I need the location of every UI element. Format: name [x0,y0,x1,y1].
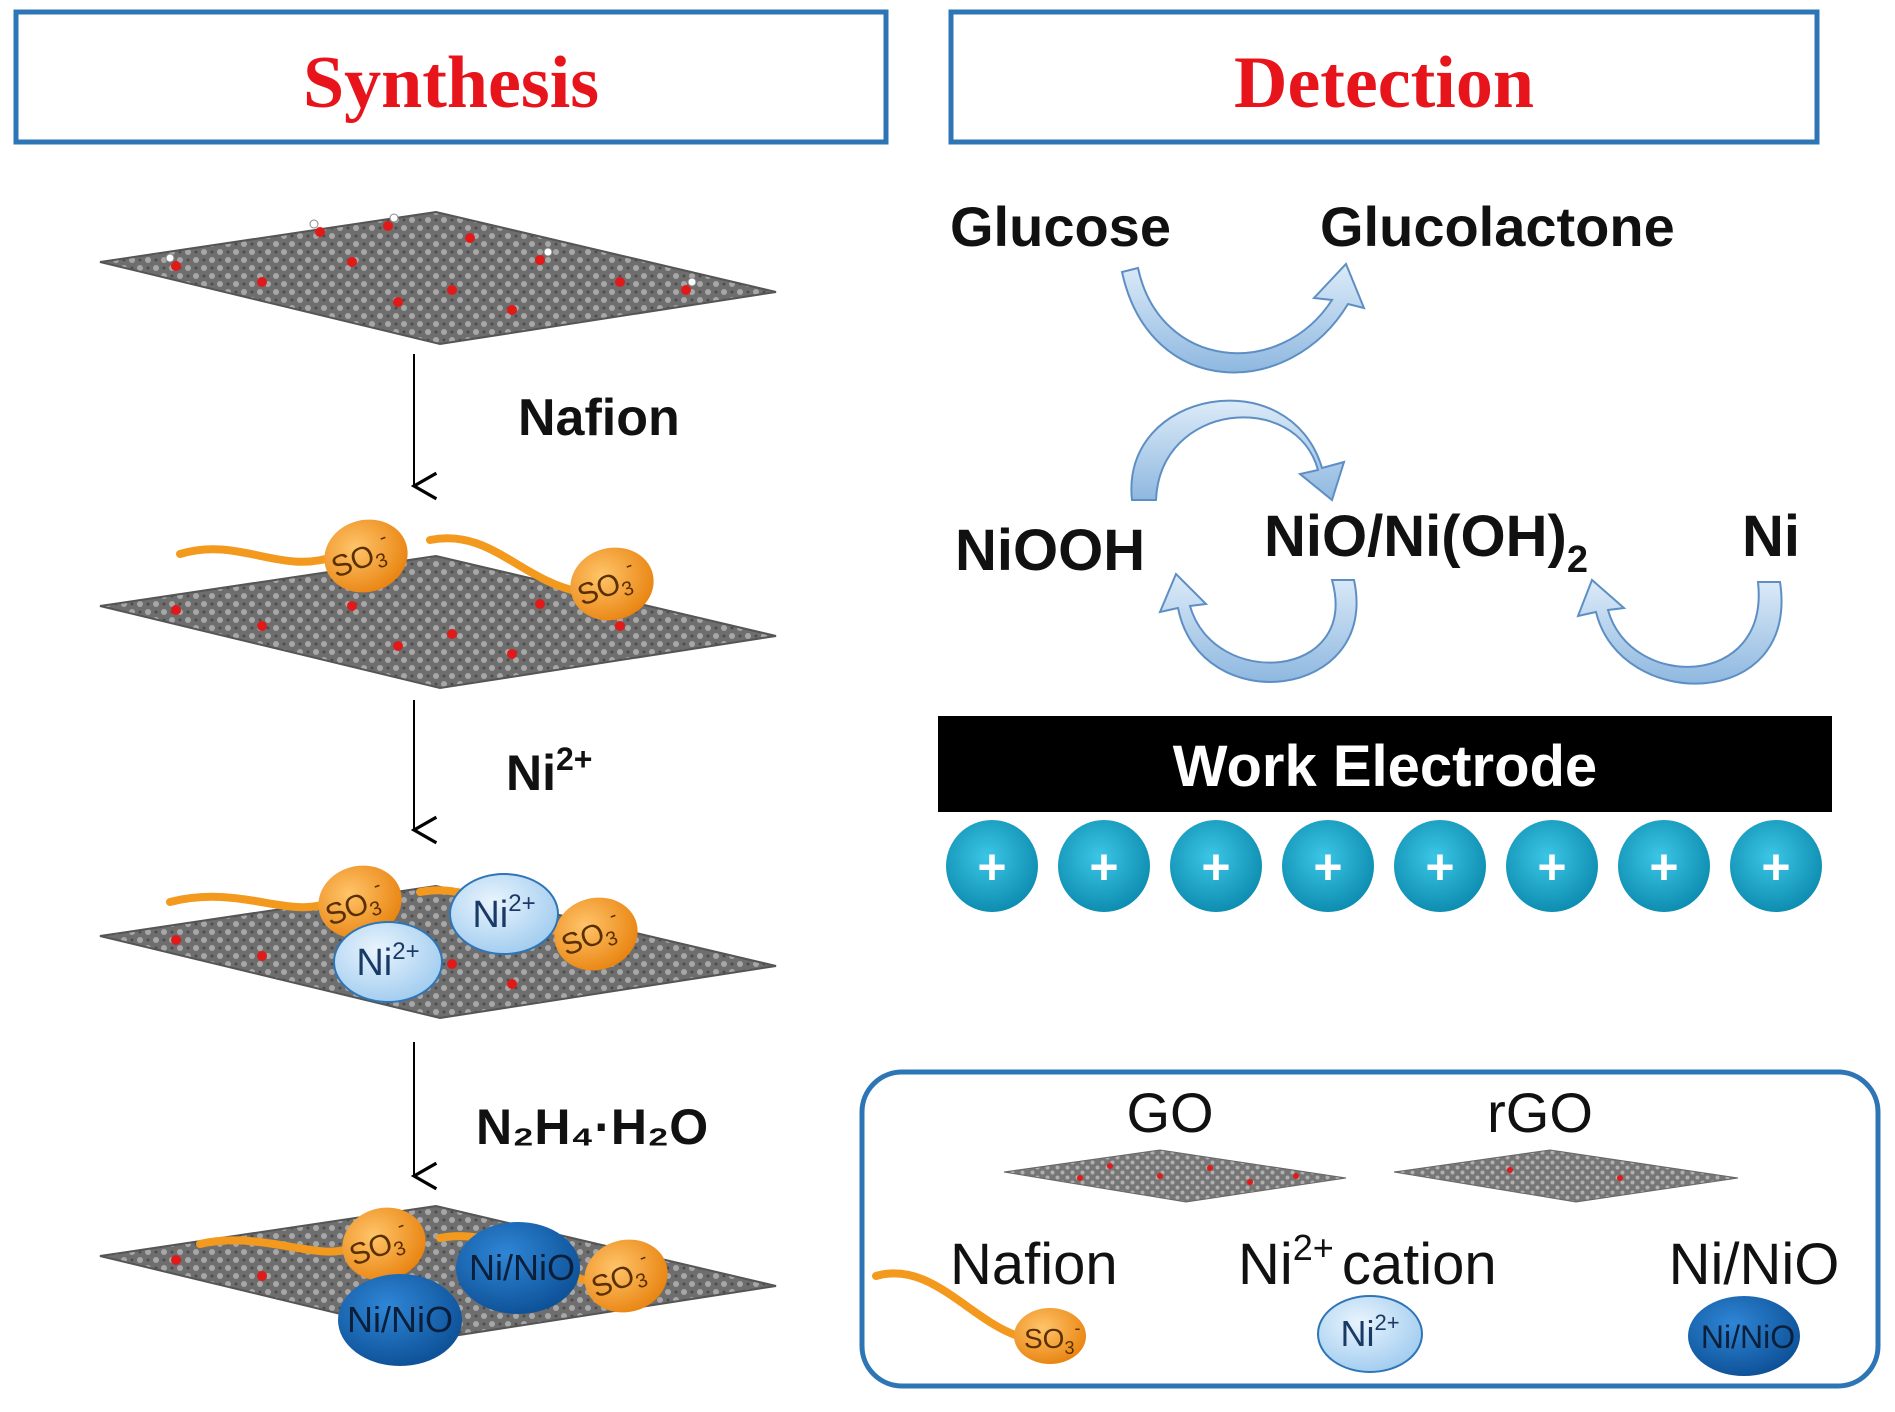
legend-go-sheet [1003,1149,1347,1203]
synthesis-title: Synthesis [303,42,599,124]
svg-text:+: + [1649,839,1678,895]
svg-text:Ni/NiO: Ni/NiO [347,1299,453,1340]
ni-cation-sheet: SO3- SO3- Ni2+ Ni2+ [99,865,777,1020]
electrode-oxidation-arrow [1158,572,1358,683]
legend-go-label: GO [1126,1081,1213,1144]
ni-cation [449,873,559,955]
niooh-label: NiOOH [955,518,1145,583]
svg-text:+: + [1537,839,1566,895]
svg-text:Ni/NiO: Ni/NiO [469,1247,575,1288]
svg-text:Ni2+: Ni2+ [472,890,535,936]
ni-label: Ni [1742,504,1800,569]
svg-text:SO3-: SO3- [1024,1318,1080,1358]
svg-text:+: + [1313,839,1342,895]
sulfonate-group [318,865,402,939]
glucose-oxidation-arrow [1120,262,1366,374]
svg-text:Ni2+: Ni2+ [1340,1310,1399,1354]
go-sheet [99,210,777,346]
work-electrode-label: Work Electrode [1173,734,1597,799]
go-nafion-sheet: SO3- SO3- [99,519,777,690]
positive-charge: + [1506,820,1598,912]
svg-text:+: + [1089,839,1118,895]
ni-nio-particle [456,1222,580,1314]
synthesis-title-box: Synthesis [13,9,889,145]
sulfonate-group [570,547,654,621]
work-electrode: Work Electrode [938,716,1832,812]
step2-reagent: Ni2+ [506,741,592,801]
step3-reagent: N₂H₄·H₂O [476,1099,708,1155]
positive-charge: + [946,820,1038,912]
niooh-to-nio-arrow [1130,399,1346,502]
sulfonate-group [342,1207,426,1281]
positive-charge: + [1170,820,1262,912]
legend-ni-cation [1317,1295,1423,1373]
glucose-label: Glucose [950,195,1171,258]
ni-cation [333,921,443,1003]
nio-nioh2-label: NiO/Ni(OH)2 [1264,504,1588,581]
svg-text:+: + [1425,839,1454,895]
svg-text:+: + [1201,839,1230,895]
legend-rgo-label: rGO [1487,1081,1593,1144]
sulfonate-group [324,519,408,593]
svg-text:+: + [1761,839,1790,895]
positive-charge: + [1058,820,1150,912]
positive-charge: + [1730,820,1822,912]
legend-nafion-chain [872,1269,1022,1340]
legend-sulfonate-group [1014,1308,1086,1364]
ni-nio-particle [338,1274,462,1366]
legend-box: GO rGO Nafion SO3- Ni2+cation Ni2+ Ni/Ni… [859,1069,1881,1389]
legend-nafion-label: Nafion [950,1232,1118,1297]
detection-title: Detection [1234,42,1534,124]
svg-text:Ni/NiO: Ni/NiO [1701,1319,1795,1355]
legend-ni-nio-particle [1688,1296,1800,1376]
step1-reagent: Nafion [518,389,680,447]
legend-rgo-sheet [1393,1149,1739,1203]
svg-text:Ni2+: Ni2+ [356,938,419,984]
glucolactone-label: Glucolactone [1320,195,1675,258]
positive-charge-row: + + + + + + + + [946,820,1822,912]
legend-ni-nio-label: Ni/NiO [1669,1232,1840,1297]
svg-text:+: + [977,839,1006,895]
positive-charge: + [1394,820,1486,912]
legend-ni-cation-label: Ni2+cation [1238,1227,1497,1297]
ni-nio-sheet: SO3- SO3- Ni/NiO Ni/NiO [99,1204,777,1366]
sulfonate-group [554,897,638,971]
detection-title-box: Detection [948,9,1820,145]
positive-charge: + [1282,820,1374,912]
positive-charge: + [1618,820,1710,912]
ni-oxidation-arrow [1576,578,1783,685]
sulfonate-group [584,1239,668,1313]
